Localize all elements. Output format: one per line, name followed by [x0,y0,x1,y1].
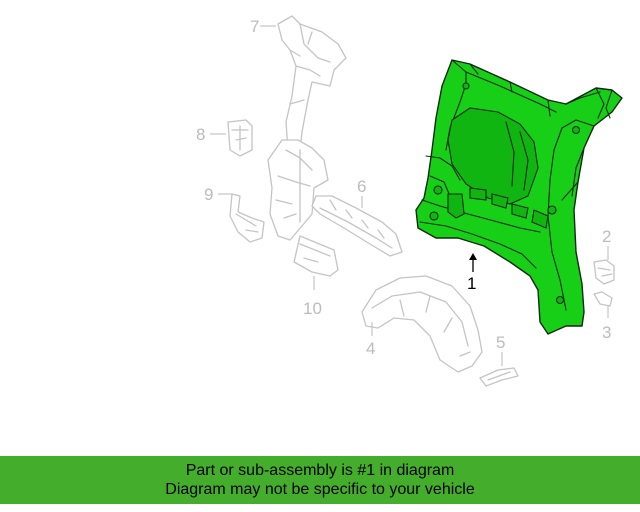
callout-6: 6 [357,177,366,196]
callout-3: 3 [602,323,611,342]
banner-line-2: Diagram may not be specific to your vehi… [165,481,475,498]
part-5-reinforcement [479,367,519,387]
part-6-rail [311,195,403,257]
part-1-quarter-panel [415,59,623,335]
callout-9: 9 [204,185,213,204]
leader-1-arrowhead [469,253,477,260]
part-7-pillar [277,15,347,151]
part-10-bracket [293,235,339,277]
lower-pillar-inner [267,139,329,241]
part-3-clip [593,291,613,307]
callout-10: 10 [303,299,322,318]
part-9-bracket [229,193,265,243]
callout-5: 5 [496,333,505,352]
part-2-bracket [593,259,615,285]
callout-4: 4 [366,339,375,358]
part-4-wheelhouse [361,275,483,373]
part-8-bracket [227,119,253,157]
banner-line-1: Part or sub-assembly is #1 in diagram [185,462,455,479]
callout-2: 2 [602,227,611,246]
callout-8: 8 [196,125,205,144]
callout-7: 7 [250,17,259,36]
callout-1: 1 [467,274,476,293]
info-banner: Part or sub-assembly is #1 in diagram Di… [0,456,640,504]
